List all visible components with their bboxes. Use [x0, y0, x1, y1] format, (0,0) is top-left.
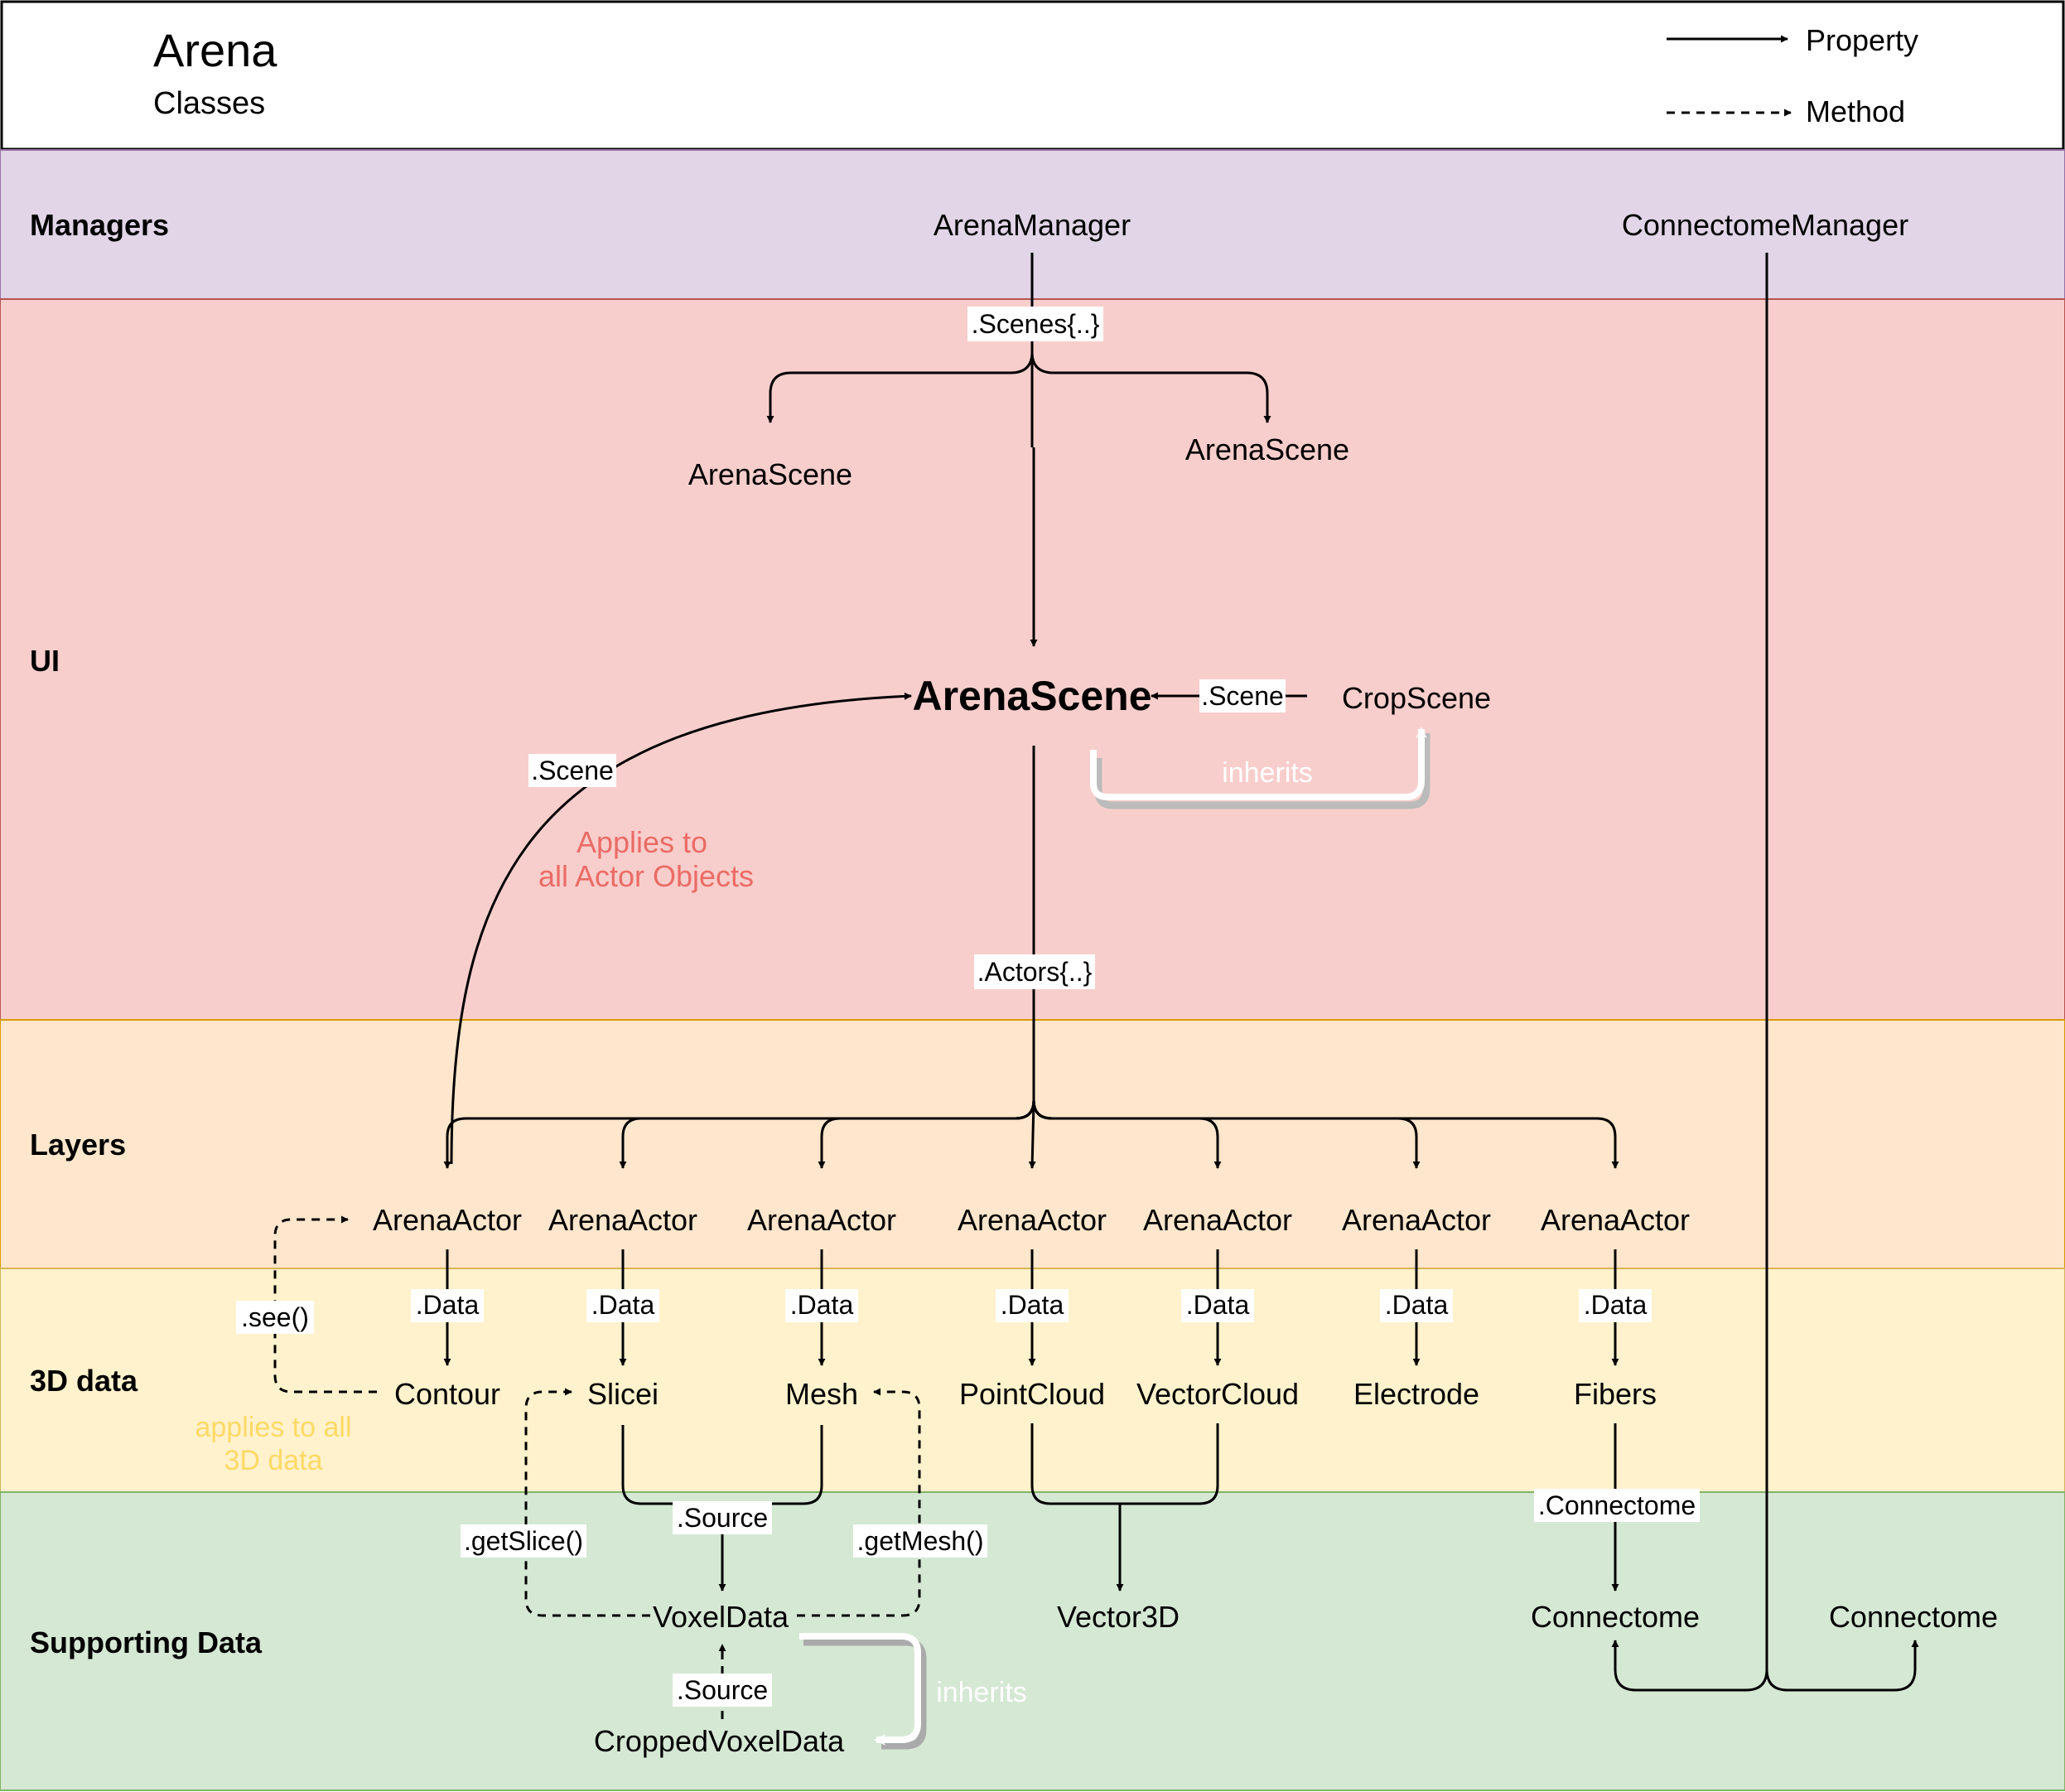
label-bg-connectome — [1534, 1489, 1700, 1522]
band-label-managers: Managers — [30, 208, 169, 242]
label-bg-scene-crop — [1199, 679, 1286, 712]
node-arena-actor: ArenaActor — [747, 1203, 896, 1237]
band-supporting — [0, 1491, 2065, 1791]
label-source-cropped: .Source — [677, 1675, 768, 1705]
legend-method-label: Method — [1806, 94, 1905, 128]
node-mesh: Mesh — [785, 1377, 858, 1411]
label-get-slice: .getSlice() — [464, 1526, 583, 1556]
label-bg-get-mesh — [853, 1524, 987, 1558]
label-data: .Data — [1385, 1290, 1449, 1320]
node-connectome-manager: ConnectomeManager — [1622, 208, 1908, 242]
node-arena-scene-left: ArenaScene — [688, 457, 852, 491]
header-box — [0, 0, 2065, 151]
edge-scenes-right — [1030, 351, 1271, 423]
label-data: .Data — [1186, 1290, 1250, 1320]
label-bg-data — [785, 1289, 858, 1322]
label-actors: .Actors{..} — [977, 957, 1093, 987]
node-connectome-left: Connectome — [1531, 1600, 1700, 1634]
node-arena-manager: ArenaManager — [934, 208, 1131, 242]
node-arena-actor: ArenaActor — [1342, 1203, 1491, 1237]
note-actor-line-2: all Actor Objects — [538, 859, 754, 893]
node-arena-scene-right: ArenaScene — [1185, 432, 1349, 466]
note-3d-line-2: 3D data — [224, 1445, 322, 1476]
note-actor-line-1: Applies to — [577, 825, 707, 859]
label-bg-data — [996, 1289, 1069, 1322]
node-connectome-right: Connectome — [1829, 1600, 1998, 1634]
edge-actors-branch — [1028, 1101, 1036, 1169]
diagram-title: Arena — [153, 24, 277, 76]
node-slicei: Slicei — [587, 1377, 659, 1411]
label-bg-data — [1579, 1289, 1652, 1322]
label-scenes: .Scenes{..} — [972, 309, 1100, 339]
label-bg-data — [586, 1289, 659, 1322]
label-bg-source-cropped — [673, 1674, 772, 1707]
label-bg-actors — [974, 954, 1095, 989]
band-label-supporting: Supporting Data — [30, 1625, 263, 1659]
node-fibers: Fibers — [1574, 1377, 1657, 1411]
label-data: .Data — [591, 1290, 655, 1320]
node-arena-actor: ArenaActor — [1541, 1203, 1690, 1237]
band-label-layers: Layers — [30, 1128, 126, 1162]
node-contour: Contour — [394, 1377, 500, 1411]
data-nodes: Contour Slicei Mesh PointCloud VectorCloud El… — [394, 1377, 1657, 1411]
label-inherits-ui: inherits — [1222, 757, 1313, 789]
label-inherits-data: inherits — [936, 1677, 1027, 1708]
label-bg-scene-actor — [528, 754, 616, 787]
label-scene-actor: .Scene — [531, 756, 614, 785]
label-data: .Data — [1584, 1290, 1648, 1320]
node-arena-actor: ArenaActor — [958, 1203, 1107, 1237]
label-bg-scenes — [967, 307, 1103, 341]
inherits-ui-arrow — [1090, 727, 1427, 800]
edge-connectome-left — [1611, 1640, 1768, 1692]
edge-actor-scene — [450, 692, 912, 1165]
note-3d-line-1: applies to all — [195, 1412, 351, 1443]
label-bg-data — [411, 1289, 484, 1322]
data-edges: .Data .Data .Data .Data .Data .Data .Data — [411, 1249, 1652, 1366]
label-bg-get-slice — [461, 1524, 586, 1558]
diagram-subtitle: Classes — [153, 86, 265, 121]
band-label-3d-data: 3D data — [30, 1364, 138, 1398]
edge-pointcloud-vector — [1030, 1423, 1219, 1505]
edge-get-mesh — [797, 1388, 921, 1617]
label-bg-see — [236, 1301, 314, 1334]
edge-actors-branch — [1032, 1099, 1619, 1169]
node-arena-scene-main: ArenaScene — [912, 673, 1151, 719]
actor-nodes: ArenaActor ArenaActor ArenaActor ArenaActor… — [373, 1203, 1690, 1237]
node-arena-actor: ArenaActor — [548, 1203, 697, 1237]
label-bg-data — [1380, 1289, 1453, 1322]
label-data: .Data — [790, 1290, 854, 1320]
node-voxel-data: VoxelData — [653, 1600, 789, 1634]
band-label-ui: UI — [30, 644, 60, 678]
edge-connectome-right — [1765, 1640, 1919, 1692]
edge-actors-branch — [818, 1099, 1035, 1169]
label-bg-data — [1181, 1289, 1254, 1322]
edge-scenes-left — [766, 351, 1034, 423]
node-electrode: Electrode — [1353, 1377, 1479, 1411]
label-bg-source — [673, 1501, 772, 1534]
node-arena-actor: ArenaActor — [373, 1203, 522, 1237]
label-data: .Data — [1001, 1290, 1064, 1320]
label-scene-crop: .Scene — [1201, 681, 1284, 711]
label-connectome: .Connectome — [1538, 1490, 1696, 1520]
legend-property-label: Property — [1806, 23, 1918, 57]
node-pointcloud: PointCloud — [959, 1377, 1105, 1411]
node-cropped-voxel-data: CroppedVoxelData — [594, 1724, 845, 1758]
label-see: .see() — [241, 1302, 309, 1332]
node-vector3d: Vector3D — [1057, 1600, 1180, 1634]
node-crop-scene: CropScene — [1342, 681, 1491, 715]
inherits-data-arrow — [799, 1633, 921, 1746]
label-source: .Source — [677, 1503, 768, 1533]
edge-get-slice — [524, 1388, 650, 1617]
actor-branches — [443, 1099, 1619, 1169]
node-arena-actor: ArenaActor — [1143, 1203, 1292, 1237]
node-vectorcloud: VectorCloud — [1136, 1377, 1299, 1411]
label-data: .Data — [416, 1290, 480, 1320]
label-get-mesh: .getMesh() — [857, 1526, 984, 1556]
